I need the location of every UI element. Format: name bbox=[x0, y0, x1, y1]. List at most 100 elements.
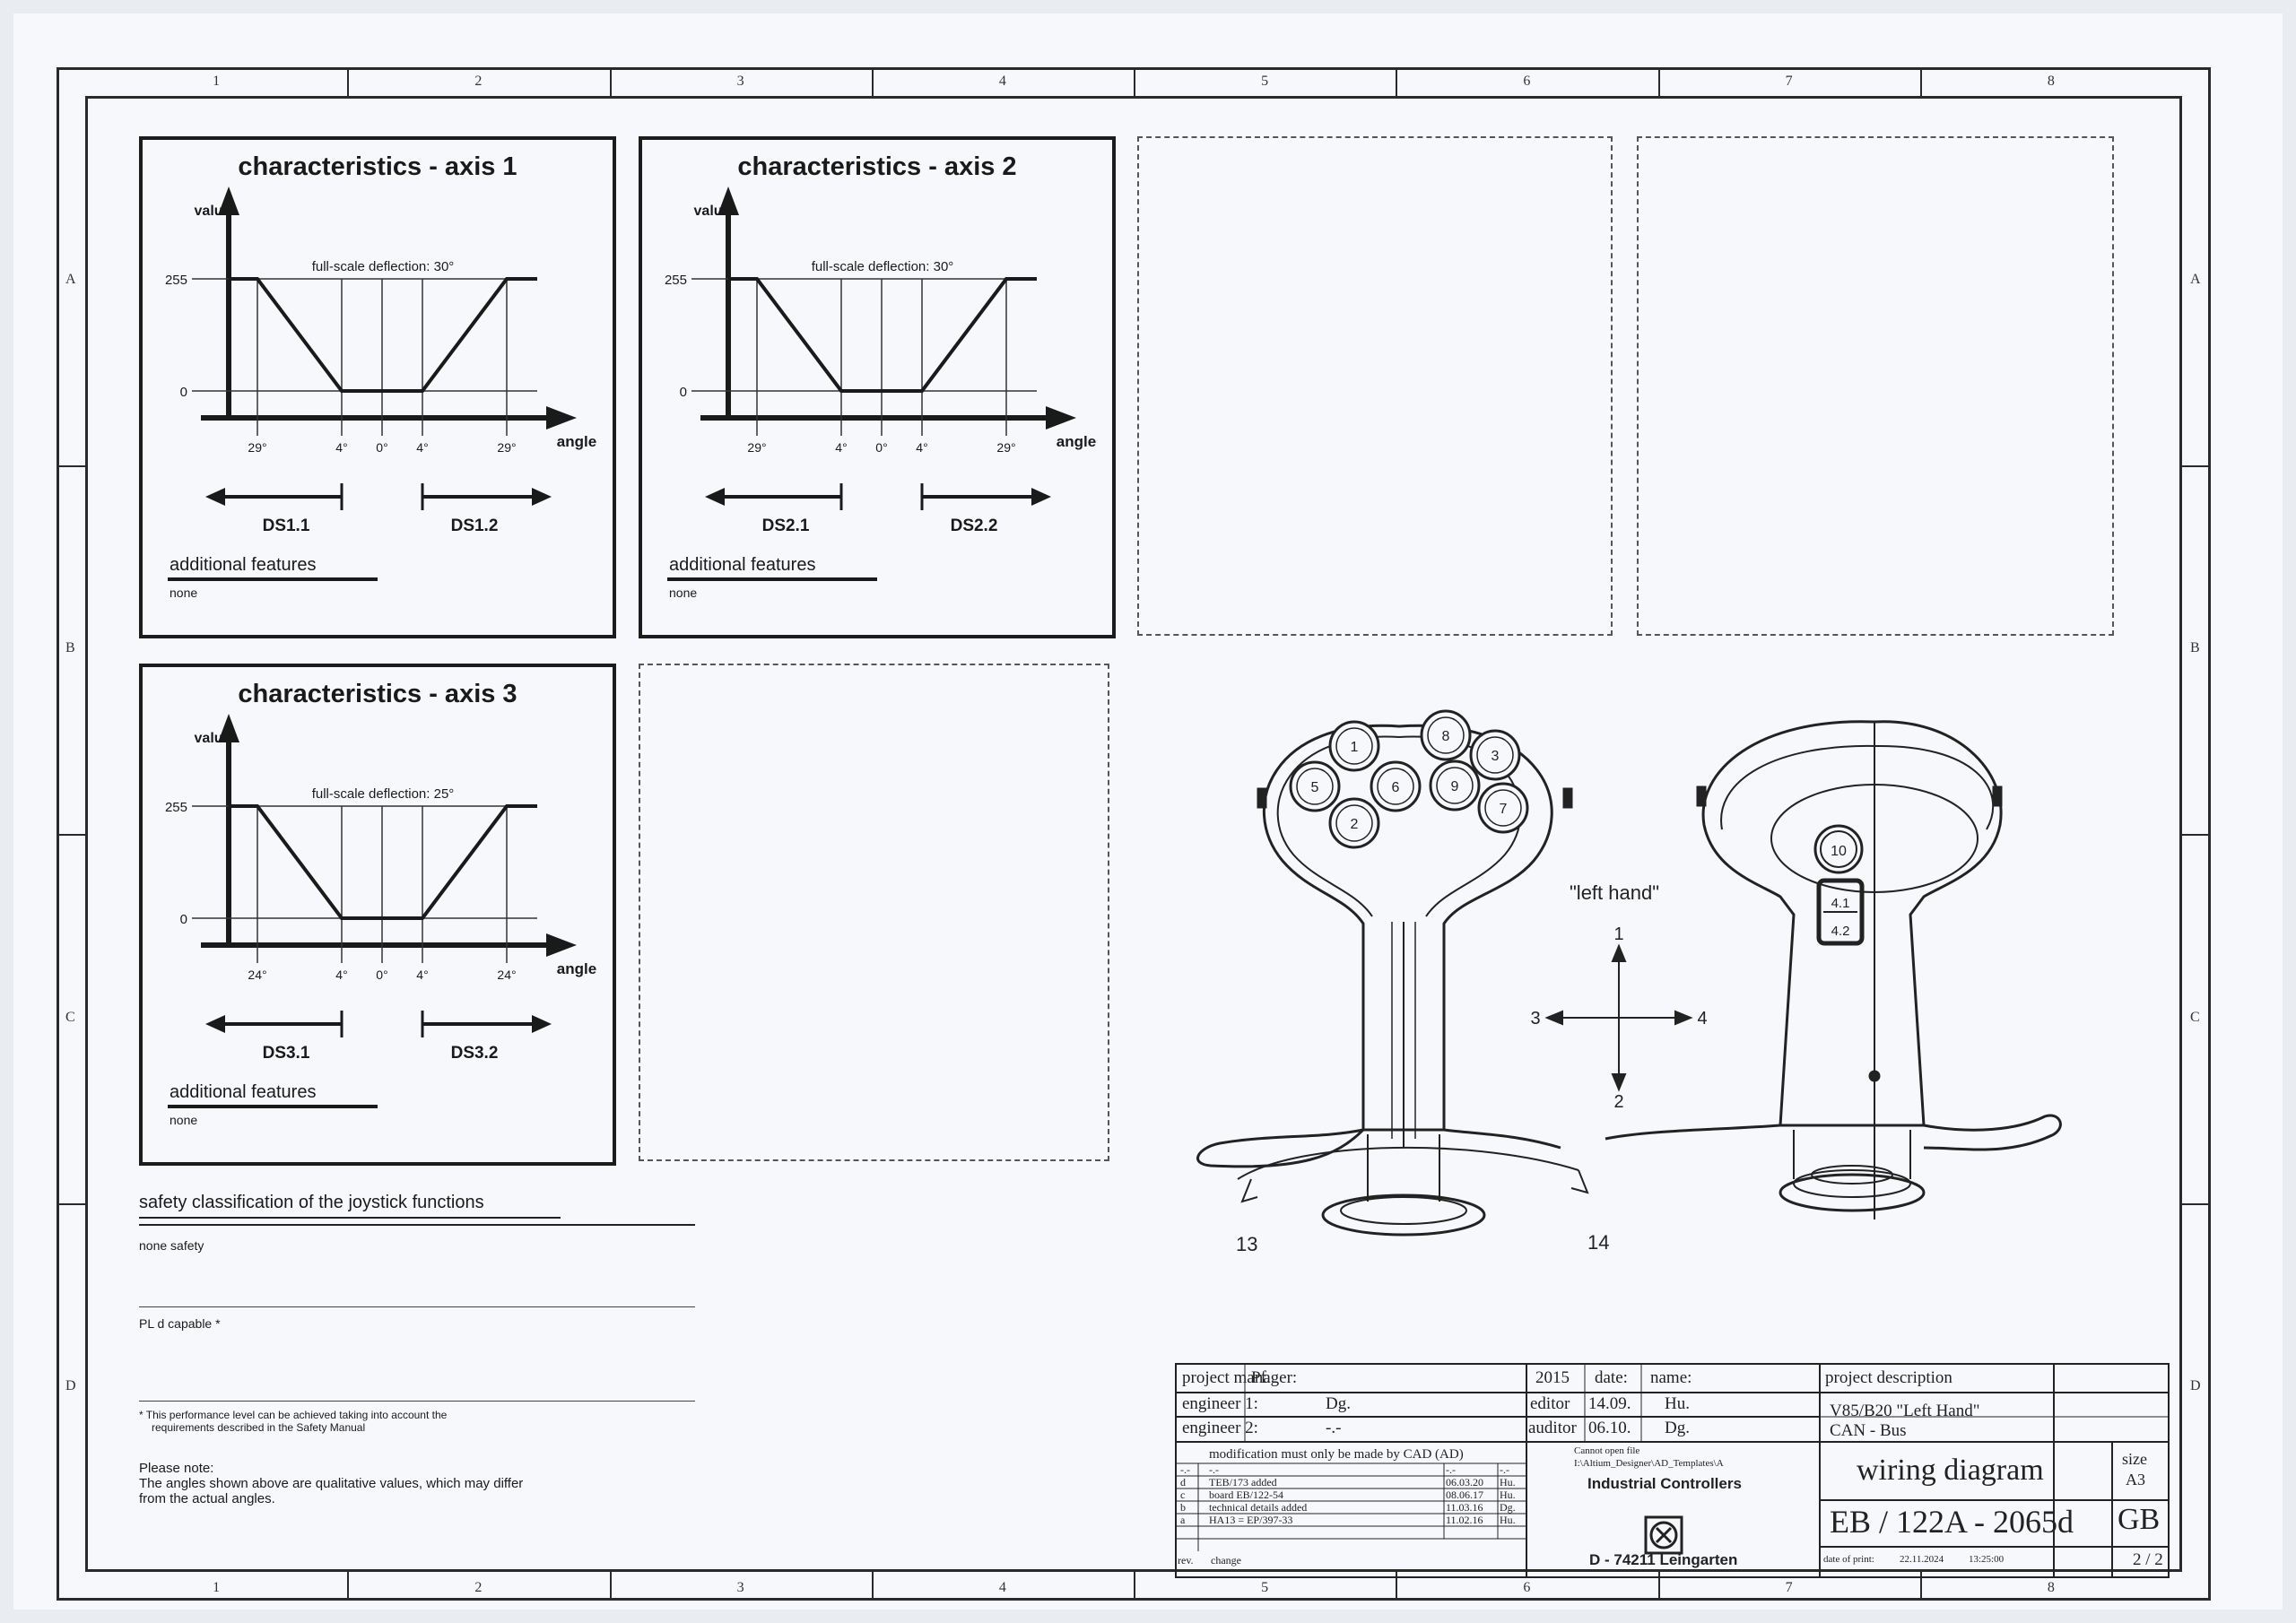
features-value: none bbox=[170, 586, 197, 600]
year: 2015 bbox=[1535, 1368, 1570, 1387]
angle-tick-label: 24° bbox=[248, 968, 266, 982]
row-marker-right: D bbox=[2190, 1378, 2201, 1394]
file-note-2: I:\Altium_Designer\AD_Templates\A bbox=[1574, 1458, 1724, 1469]
project-description-label: project description bbox=[1825, 1368, 1952, 1387]
y-axis-arrow bbox=[218, 187, 239, 215]
auditor-date: 06.10. bbox=[1588, 1419, 1631, 1437]
row-marker-left: C bbox=[65, 1009, 75, 1025]
angle-tick-label: 0° bbox=[376, 440, 387, 455]
ds-right-arrowhead bbox=[532, 488, 552, 506]
change-header: change bbox=[1211, 1554, 1241, 1567]
joystick-button: 9 bbox=[1429, 759, 1481, 812]
back-button-label: 10 bbox=[1831, 844, 1847, 859]
row-marker-left: A bbox=[65, 271, 76, 287]
editor-date: 14.09. bbox=[1588, 1394, 1631, 1413]
pm-value: Pf. bbox=[1251, 1368, 1271, 1387]
revision-change: technical details added bbox=[1209, 1501, 1308, 1514]
engineer-1-label: engineer 1: bbox=[1182, 1394, 1258, 1413]
deflection-label: full-scale deflection: 30° bbox=[812, 259, 954, 274]
angle-tick-label: 4° bbox=[335, 440, 347, 455]
angle-tick-label: 0° bbox=[875, 440, 887, 455]
axis-panel-1: characteristics - axis 1 value angle 255 0 fu… bbox=[139, 136, 616, 638]
joystick-button-label: 9 bbox=[1451, 779, 1459, 794]
column-marker-top: 1 bbox=[213, 74, 221, 89]
safety-section: safety classification of the joystick fu… bbox=[139, 1193, 695, 1506]
date-label: date: bbox=[1595, 1368, 1628, 1387]
column-marker-bottom: 8 bbox=[2047, 1580, 2055, 1595]
revision-change: TEB/173 added bbox=[1209, 1476, 1277, 1488]
characteristic-curve bbox=[728, 277, 1037, 393]
file-note-1: Cannot open file bbox=[1574, 1445, 1640, 1456]
column-marker-bottom: 4 bbox=[998, 1580, 1006, 1595]
revision-change: -.- bbox=[1209, 1463, 1219, 1476]
joystick-button: 2 bbox=[1328, 797, 1380, 849]
joystick-button: 3 bbox=[1469, 729, 1521, 781]
ds-left-label: DS3.1 bbox=[263, 1044, 310, 1063]
joystick-button: 6 bbox=[1370, 760, 1422, 812]
features-value: none bbox=[170, 1113, 197, 1127]
column-marker-top: 4 bbox=[998, 74, 1006, 89]
safety-heading: safety classification of the joystick fu… bbox=[139, 1193, 561, 1219]
axis-title: characteristics - axis 1 bbox=[238, 152, 517, 181]
angle-tick-label: 29° bbox=[497, 440, 516, 455]
characteristic-chart: value angle 255 0 full-scale deflection: 30°… bbox=[165, 187, 596, 600]
print-date-label: date of print: bbox=[1823, 1554, 1874, 1565]
column-marker-top: 7 bbox=[1785, 74, 1793, 89]
revision-name: Hu. bbox=[1500, 1514, 1516, 1526]
ds-right-label: DS3.2 bbox=[451, 1044, 499, 1063]
y-max-tick-label: 255 bbox=[665, 273, 687, 288]
ds-left-label: DS1.1 bbox=[263, 516, 310, 535]
joystick-button-label: 7 bbox=[1500, 802, 1508, 817]
angle-tick-label: 29° bbox=[248, 440, 266, 455]
switch-label-upper: 4.1 bbox=[1831, 896, 1850, 911]
direction-cross bbox=[1544, 943, 1693, 1092]
dir-up-label: 1 bbox=[1613, 924, 1623, 944]
ds-left-label: DS2.1 bbox=[762, 516, 810, 535]
y-zero-tick-label: 0 bbox=[180, 385, 187, 400]
size-label: size bbox=[2122, 1450, 2147, 1468]
rotation-right-label: 14 bbox=[1587, 1231, 1609, 1254]
x-axis-label: angle bbox=[557, 960, 596, 977]
joystick-button-label: 3 bbox=[1492, 749, 1500, 764]
x-axis-arrow bbox=[1046, 406, 1076, 430]
y-max-tick-label: 255 bbox=[165, 800, 187, 815]
angle-tick-label: 4° bbox=[416, 968, 428, 982]
x-axis-label: angle bbox=[557, 433, 596, 450]
row-marker-right: C bbox=[2190, 1009, 2200, 1025]
revision-name: -.- bbox=[1500, 1463, 1509, 1476]
column-marker-top: 8 bbox=[2047, 74, 2055, 89]
dir-right-label: 4 bbox=[1697, 1009, 1707, 1028]
revision-name: Dg. bbox=[1500, 1501, 1516, 1514]
column-marker-top: 5 bbox=[1261, 74, 1269, 89]
angle-tick-label: 4° bbox=[335, 968, 347, 982]
document-title: wiring diagram bbox=[1857, 1454, 2044, 1487]
document-number: EB / 122A - 2065d bbox=[1830, 1504, 2074, 1540]
joystick-front-view bbox=[1196, 724, 1589, 1237]
features-heading: additional features bbox=[170, 555, 316, 575]
angle-tick-label: 0° bbox=[376, 968, 387, 982]
inner-frame bbox=[85, 96, 2182, 1572]
column-marker-bottom: 6 bbox=[1523, 1580, 1531, 1595]
revision-change: board EB/122-54 bbox=[1209, 1488, 1283, 1501]
revision-date: 11.02.16 bbox=[1446, 1514, 1483, 1526]
hand-label: "left hand" bbox=[1570, 881, 1659, 904]
x-axis-arrow bbox=[546, 406, 577, 430]
column-marker-bottom: 2 bbox=[474, 1580, 483, 1595]
revision-rev: d bbox=[1180, 1476, 1186, 1488]
engineer-2-value: -.- bbox=[1326, 1419, 1342, 1437]
y-axis-arrow bbox=[218, 714, 239, 742]
y-max-tick-label: 255 bbox=[165, 273, 187, 288]
deflection-label: full-scale deflection: 30° bbox=[312, 259, 455, 274]
empty-panel-2 bbox=[1137, 136, 1613, 636]
row-marker-left: B bbox=[65, 640, 75, 656]
deflection-label: full-scale deflection: 25° bbox=[312, 786, 455, 802]
y-axis-label: value bbox=[195, 204, 231, 219]
company-name: Industrial Controllers bbox=[1587, 1475, 1742, 1492]
pl-label: PL d capable * bbox=[139, 1316, 221, 1331]
rotation-left-label: 13 bbox=[1236, 1233, 1257, 1255]
joystick-button: 5 bbox=[1289, 760, 1341, 812]
company-logo bbox=[1644, 1515, 1683, 1555]
revision-date: -.- bbox=[1446, 1463, 1456, 1476]
size-value: A3 bbox=[2126, 1471, 2145, 1488]
